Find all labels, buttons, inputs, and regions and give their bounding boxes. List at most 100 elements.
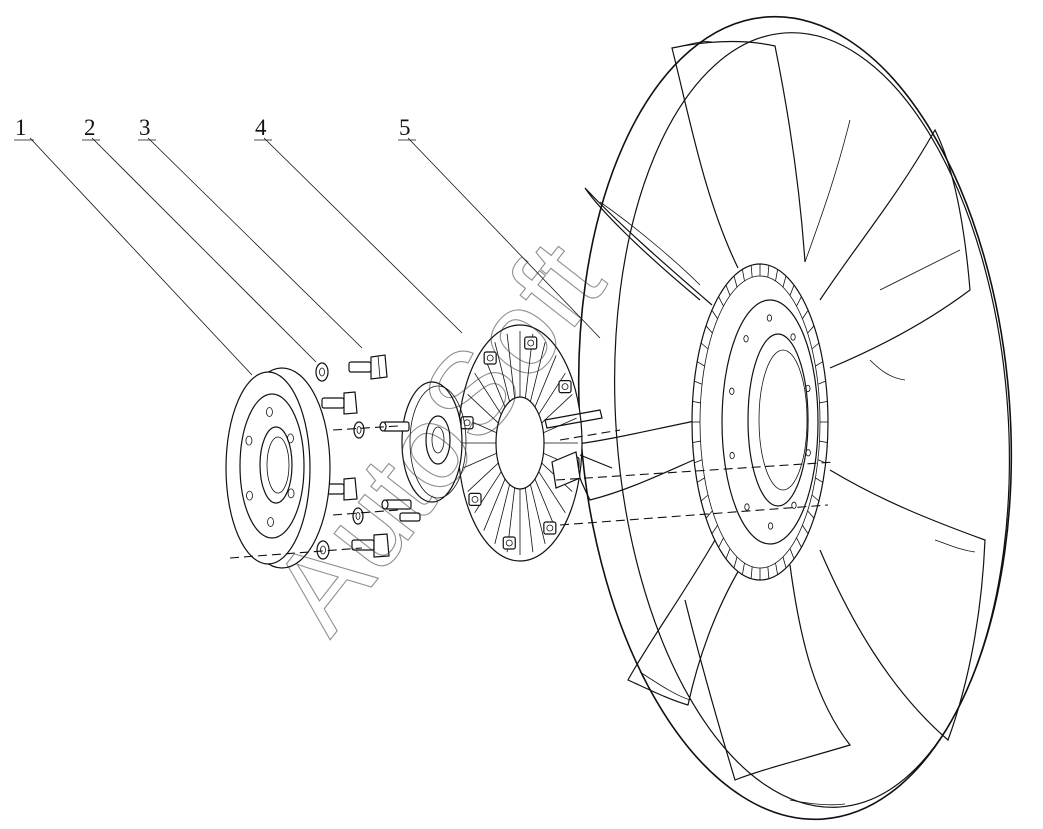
fan-hub-bolt-hole [791,501,797,509]
clutch-bolt-head [524,336,538,350]
clutch-fin [463,452,497,469]
clutch-fin [524,487,534,553]
fan-hub-teeth [692,264,828,580]
clutch-bolt-center [505,539,513,547]
clutch-bolt-head [483,351,497,365]
clutch-fin [494,484,510,545]
fan-hub-tooth [750,265,753,278]
fan-hub-bore-inner [758,349,808,491]
fan-hub-tooth [696,477,705,483]
clutch-bolt-center [546,524,554,532]
fan-hub-bolt-hole [805,384,811,393]
fan-blade-rib-5 [639,671,691,701]
fan-hub-tooth [742,269,745,282]
fan-blade-right [819,469,986,742]
fan-hub-tooth [705,325,713,334]
fan-hub-tooth [767,265,770,278]
fan-hub-tooth [789,548,795,559]
clutch-front-bore [431,426,445,454]
fan-blade-rib-4 [599,201,701,286]
callout-labels: 1 2 3 4 5 [15,115,411,140]
fan-hub-tooth [802,310,809,319]
assembly-centerlines [229,425,836,559]
fan-hub-tooth [796,296,802,307]
fan-hub-tooth [789,285,795,296]
bolt-mid-top [321,391,358,415]
flange-bolt-hole [287,433,294,444]
fan-blade-rib-1 [804,119,851,263]
clutch-fin [467,394,499,424]
clutch-fin [530,341,546,402]
bolt-lower-stud [399,512,421,522]
fan-hub-tooth [696,361,705,367]
fan-blade-rib-2 [879,249,961,291]
leader-lines [14,137,601,376]
bolts [321,354,421,558]
fan-blade-rib-6 [789,799,846,806]
clutch-fin [467,462,499,492]
flange-bolt-hole [266,407,273,417]
fan-hub-tooth [718,537,724,548]
fan-hub-tooth [807,325,815,334]
fan-hub-inner-ring [721,299,819,545]
fan-blade-bottom [684,564,852,781]
flange-bolt-hole [287,488,295,499]
fan-blade-left [569,419,706,501]
callout-3: 3 [139,115,151,140]
fan-hub-tooth [750,566,753,579]
fan-hub-bolt-hole [729,451,735,460]
fan-hub-tooth [700,494,709,502]
fan-hub-tooth [802,525,809,534]
clutch-fin [538,372,566,415]
fan-hub-tooth [742,562,745,575]
clutch-fin [538,471,566,514]
fan-shroud-inner [614,32,1010,808]
fan-hub-bolt-holes [729,314,811,530]
fan-hub-tooth [796,537,802,548]
fan-hub-tooth [725,285,731,296]
fan-hub-bolt-hole [766,314,773,322]
fan-hub-bolt-hole [729,387,735,395]
washer-mid-bottom [352,507,364,525]
callout-2: 2 [84,115,96,140]
washer-mid-top [353,421,365,439]
flange-spacer [225,367,331,569]
clutch-lever [544,409,603,429]
clutch-studs [379,421,412,510]
fan-hub-tooth [692,400,701,404]
fan-hub-tooth [733,275,738,288]
washer-top [315,362,329,382]
fan-hub-bolt-hole [743,335,749,343]
fan-hub-bolt-hole [767,522,774,530]
flange-inner-step [239,393,305,539]
washers [315,362,365,560]
clutch-core [495,396,545,490]
leader-3 [147,137,363,349]
fan-hub-tooth [718,296,724,307]
clutch-fin [474,372,502,415]
callout-1: 1 [15,115,27,140]
fan-hub-tooth [819,400,828,404]
fan-blade-top-edge [671,41,713,49]
fan-hub-tooth [775,562,778,575]
clutch-fin [494,341,510,402]
clutch-stud-lower [381,499,412,510]
fan-hub-tooth [811,342,820,350]
fan-hub-tooth [694,380,703,385]
callout-5: 5 [399,115,411,140]
fan-hub-tooth [725,548,731,559]
flange-bolt-hole [245,435,253,446]
clutch-fin [534,355,557,408]
fan-blade-top [671,40,806,269]
fan-blade-lower-left [627,539,746,706]
fan-hub-tooth [711,310,718,319]
clutch-bolt-center [471,495,479,503]
fan-hub-tooth [807,510,815,519]
clutch-bolt-center [527,339,535,347]
callout-4: 4 [255,115,267,140]
fan-hub-tooth [811,494,820,502]
fan-hub-tooth [694,459,703,464]
clutch-front-flange-rim [409,385,467,499]
fan-hub-tooth [782,275,787,288]
